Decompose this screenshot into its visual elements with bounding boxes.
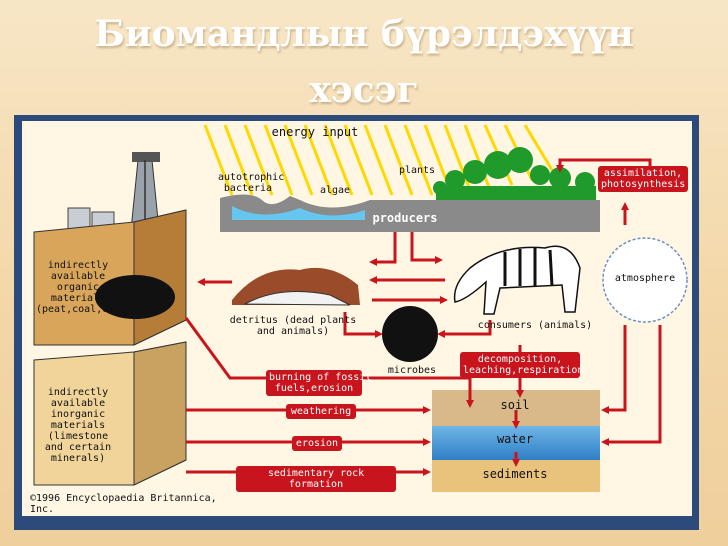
sediments-label: sediments [482, 467, 548, 481]
organic-materials-block [33, 209, 187, 346]
slide-title-line-2: хэсэг [309, 69, 419, 111]
decomposition-tag: decomposition, leaching,respiration [460, 352, 583, 378]
producers-ground [220, 194, 600, 232]
consumers-label: consumers (animals) [477, 320, 593, 331]
slide-title-line-1: Биомандлын бүрэлдэхүүн [94, 13, 634, 55]
algae-label: algae [319, 185, 351, 196]
erosion-tag: erosion [292, 436, 342, 451]
copyright-label: ©1996 Encyclopaedia Britannica, Inc. [30, 493, 217, 515]
soil-label: soil [500, 398, 530, 412]
atmosphere-label: atmosphere [614, 273, 676, 284]
microbes-label: microbes [387, 365, 437, 376]
microbes-circle [382, 306, 438, 362]
producers-label: producers [372, 211, 438, 225]
autotrophic-bacteria-label: autotrophic bacteria [218, 172, 285, 194]
inorganic-materials-label: indirectly available inorganic materials… [44, 387, 112, 464]
assimilation-tag: assimilation, photosynthesis [598, 166, 688, 192]
sedimentary-rock-tag: sedimentary rock formation [236, 466, 396, 492]
slide-title: Биомандлын бүрэлдэхүүн хэсэг [0, 6, 728, 118]
sunlight-rays [203, 124, 554, 196]
organic-materials-label: indirectly available organic materials (… [36, 260, 127, 315]
plants-trees [433, 147, 596, 200]
water-label: water [496, 432, 534, 446]
burning-fossil-fuels-tag: burning of fossil fuels,erosion [266, 370, 371, 396]
weathering-tag: weathering [286, 404, 356, 419]
plants-label: plants [398, 165, 436, 176]
detritus-pile [232, 267, 360, 306]
algae-water [232, 206, 365, 220]
atmosphere-cloud [602, 237, 688, 323]
detritus-label: detritus (dead plants and animals) [229, 315, 357, 337]
energy-input-label: energy input [271, 125, 359, 139]
zebra-icon [453, 245, 581, 315]
inorganic-materials-block [33, 341, 187, 486]
